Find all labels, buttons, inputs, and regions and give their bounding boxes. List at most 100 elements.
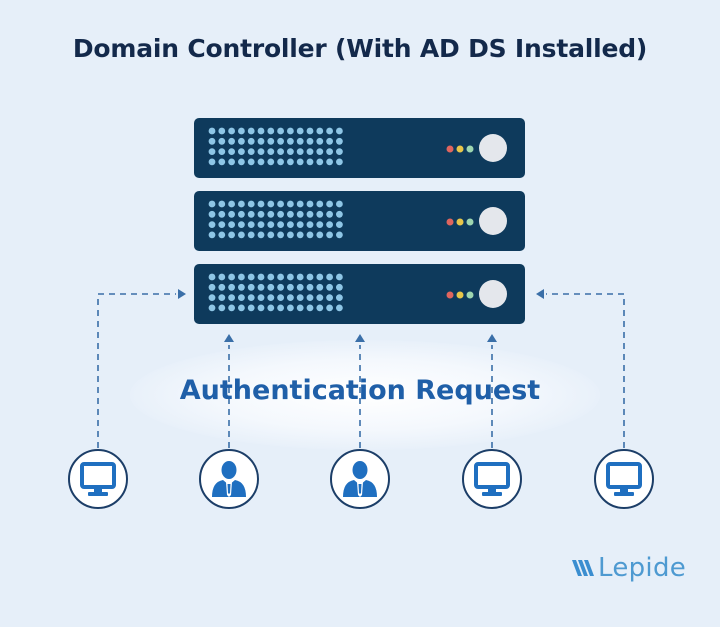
vent-dot <box>238 158 245 166</box>
arrowhead-icon <box>178 289 186 299</box>
server-chassis <box>194 118 525 178</box>
client-computer <box>462 449 522 509</box>
vent-dot <box>277 273 284 281</box>
vent-dot <box>238 273 245 281</box>
vent-dot <box>267 273 275 281</box>
vent-dot <box>306 231 314 239</box>
vent-dot <box>218 304 226 312</box>
power-button-icon <box>479 280 507 308</box>
vent-dot <box>287 158 294 166</box>
vent-dot <box>247 294 255 301</box>
vent-dot <box>218 158 226 166</box>
vent-dot <box>267 127 275 135</box>
vent-dot <box>287 221 294 229</box>
vent-dot <box>336 304 343 312</box>
vent-dot <box>336 137 343 145</box>
vent-dot <box>326 210 333 218</box>
vent-dot <box>287 294 294 301</box>
vent-dot <box>247 148 255 156</box>
vent-dot <box>267 294 275 301</box>
vent-dot <box>208 137 216 145</box>
led-red-icon <box>446 145 454 153</box>
lepide-logo-text: Lepide <box>598 553 687 583</box>
vent-dot <box>287 210 294 218</box>
label-glow <box>130 340 600 450</box>
vent-dot <box>247 283 255 291</box>
vent-dot <box>228 148 236 156</box>
vent-dot <box>267 200 275 208</box>
arrow-client-4 <box>487 334 497 448</box>
led-green-icon <box>466 218 474 226</box>
vent-dot <box>228 273 236 281</box>
vent-dot <box>257 137 265 145</box>
vent-dot <box>238 221 245 229</box>
vent-dot <box>306 127 314 135</box>
vent-dot <box>306 304 314 312</box>
vent-dot <box>296 158 304 166</box>
vent-dot <box>316 210 324 218</box>
monitor-icon <box>474 462 510 496</box>
server-unit-1 <box>194 118 525 178</box>
vent-dot <box>326 304 333 312</box>
diagram-title: Domain Controller (With AD DS Installed) <box>72 34 648 63</box>
vent-dot <box>257 283 265 291</box>
power-button-icon <box>479 207 507 235</box>
vent-dot <box>306 137 314 145</box>
vent-dot <box>247 231 255 239</box>
vent-dot <box>267 283 275 291</box>
vent-dot <box>247 221 255 229</box>
vent-dot <box>238 304 245 312</box>
arrow-client-3 <box>355 334 365 448</box>
vent-dot <box>228 210 236 218</box>
vent-dot <box>267 137 275 145</box>
vent-dot <box>208 283 216 291</box>
vent-dot <box>228 221 236 229</box>
vent-dot <box>326 200 333 208</box>
vent-dot <box>316 283 324 291</box>
led-red-icon <box>446 218 454 226</box>
led-yellow-icon <box>456 218 464 226</box>
vent-dot <box>238 137 245 145</box>
arrowhead-icon <box>355 334 365 342</box>
vent-dot <box>238 148 245 156</box>
vent-dot <box>316 200 324 208</box>
user-icon <box>212 461 246 497</box>
arrowhead-icon <box>487 334 497 342</box>
vent-dot <box>316 231 324 239</box>
arrowhead-icon <box>536 289 544 299</box>
vent-dot <box>267 158 275 166</box>
vent-dot <box>326 158 333 166</box>
arrow-client-1 <box>97 289 186 448</box>
vent-dot <box>306 200 314 208</box>
vent-dot <box>316 221 324 229</box>
vent-dot <box>316 294 324 301</box>
vent-dot <box>257 200 265 208</box>
vent-dot <box>326 221 333 229</box>
vent-dot <box>257 127 265 135</box>
vent-dot <box>326 137 333 145</box>
vent-dot <box>257 273 265 281</box>
server-unit-3 <box>194 264 525 324</box>
client-user <box>199 449 259 509</box>
vent-dot <box>277 137 284 145</box>
vent-dot <box>287 283 294 291</box>
vent-dot <box>277 210 284 218</box>
vent-dot <box>296 200 304 208</box>
server-vent-dots <box>208 273 343 312</box>
vent-dot <box>218 231 226 239</box>
vent-dot <box>316 158 324 166</box>
vent-dot <box>228 200 236 208</box>
vent-dot <box>306 294 314 301</box>
vent-dot <box>277 294 284 301</box>
vent-dot <box>257 304 265 312</box>
vent-dot <box>326 148 333 156</box>
vent-dot <box>316 273 324 281</box>
vent-dot <box>218 221 226 229</box>
vent-dot <box>238 231 245 239</box>
vent-dot <box>267 221 275 229</box>
vent-dot <box>287 200 294 208</box>
user-icon <box>343 461 377 497</box>
vent-dot <box>247 137 255 145</box>
vent-dot <box>306 158 314 166</box>
client-user <box>330 449 390 509</box>
